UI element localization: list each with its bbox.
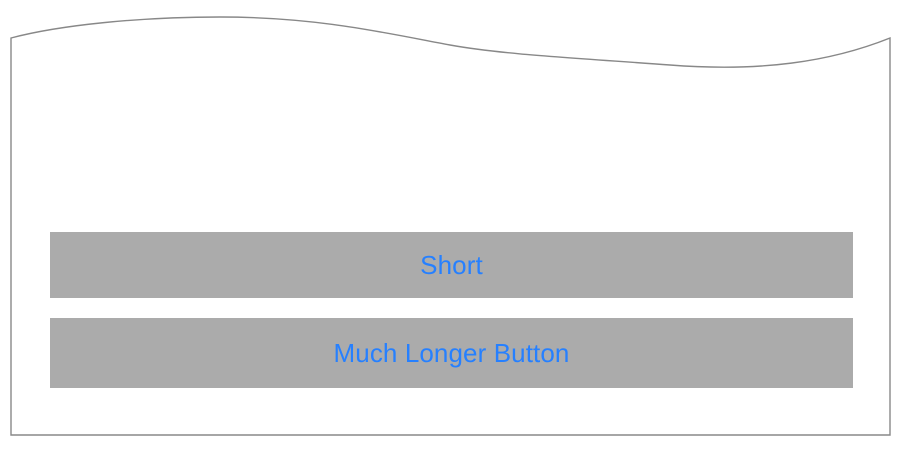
short-button[interactable]: Short <box>50 232 853 298</box>
much-longer-button[interactable]: Much Longer Button <box>50 318 853 388</box>
button-stack: Short Much Longer Button <box>50 232 853 388</box>
short-button-label: Short <box>420 250 483 280</box>
much-longer-button-label: Much Longer Button <box>333 338 570 368</box>
